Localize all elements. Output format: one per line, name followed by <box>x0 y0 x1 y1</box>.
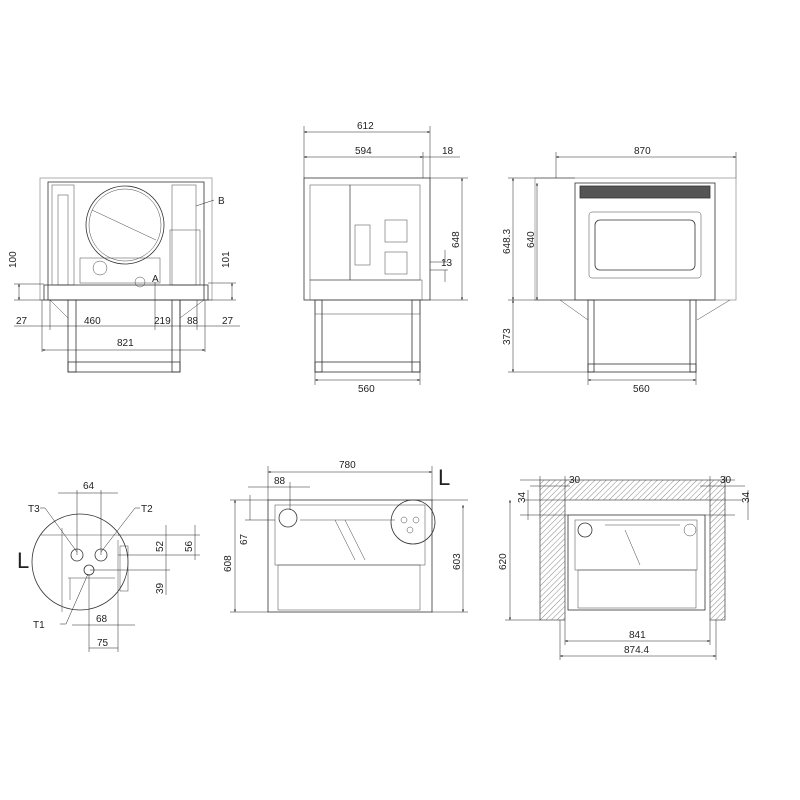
dim-27-left: 27 <box>16 316 28 327</box>
label-l: L <box>17 548 29 573</box>
dim-648: 648 <box>451 231 462 248</box>
label-l: L <box>438 465 450 490</box>
side-view: 612 594 18 648 13 560 <box>303 121 468 395</box>
dim-560: 560 <box>633 384 650 395</box>
dim-608: 608 <box>223 555 234 572</box>
top-view: 780 L 88 67 608 603 <box>223 460 468 613</box>
label-t2: T2 <box>141 504 153 515</box>
dim-594: 594 <box>355 146 372 157</box>
dim-30-right: 30 <box>720 475 732 486</box>
dim-648-3: 648.3 <box>502 229 513 254</box>
label-b: B <box>218 196 225 207</box>
label-t3: T3 <box>28 504 40 515</box>
label-t1: T1 <box>33 620 45 631</box>
combustion-chamber <box>85 185 165 265</box>
dim-34-right: 34 <box>741 491 752 503</box>
top-grille <box>579 185 711 199</box>
dim-780: 780 <box>339 460 356 471</box>
dim-68: 68 <box>96 614 108 625</box>
dim-560: 560 <box>358 384 375 395</box>
dim-101: 101 <box>221 251 232 268</box>
dim-52: 52 <box>155 540 166 552</box>
dim-640: 640 <box>526 231 537 248</box>
dim-219: 219 <box>154 316 171 327</box>
dim-27-right: 27 <box>222 316 234 327</box>
dim-39: 39 <box>155 582 166 594</box>
dim-603: 603 <box>452 553 463 570</box>
detail-l-marker <box>390 499 436 545</box>
dim-841: 841 <box>629 630 646 641</box>
label-a: A <box>152 274 159 285</box>
glass-door <box>594 219 696 271</box>
dim-373: 373 <box>502 328 513 345</box>
dim-88: 88 <box>274 476 286 487</box>
dim-88: 88 <box>187 316 199 327</box>
dim-67: 67 <box>239 533 250 545</box>
niche-view: 30 30 34 34 620 841 874.4 <box>498 475 752 660</box>
dim-612: 612 <box>357 121 374 132</box>
dim-75: 75 <box>97 638 109 649</box>
dim-13: 13 <box>441 258 453 269</box>
dim-821: 821 <box>117 338 134 349</box>
dim-18: 18 <box>442 146 454 157</box>
dim-460: 460 <box>84 316 101 327</box>
front-internal-view: B A 100 101 27 460 219 88 27 821 <box>8 177 240 373</box>
dim-30-left: 30 <box>569 475 581 486</box>
dim-870: 870 <box>634 146 651 157</box>
dim-874-4: 874.4 <box>624 645 649 656</box>
dim-56: 56 <box>184 540 195 552</box>
dim-34-left: 34 <box>517 491 528 503</box>
dim-64: 64 <box>83 481 95 492</box>
front-glass-view: 870 648.3 640 373 560 <box>502 146 737 395</box>
dim-620: 620 <box>498 553 509 570</box>
detail-l-view: L 64 T3 T2 T1 52 56 39 68 75 <box>17 481 200 652</box>
dim-100: 100 <box>8 251 19 268</box>
